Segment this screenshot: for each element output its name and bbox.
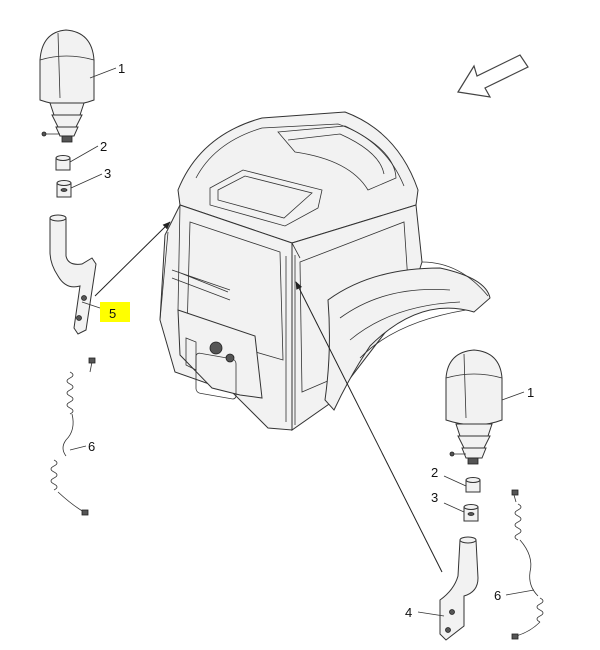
- callout-3-left: 3: [104, 166, 111, 181]
- tractor-cab: [159, 111, 491, 431]
- leader-line-1-right: [501, 391, 525, 401]
- leader-line-3-right: [443, 502, 465, 513]
- callout-1-right: 1: [527, 385, 534, 400]
- beacon-left: [39, 29, 95, 143]
- leader-line-4-right: [417, 611, 445, 617]
- bracket-left: [49, 214, 97, 335]
- leader-line-1-left: [89, 67, 117, 79]
- leader-line-2-left: [69, 145, 99, 163]
- cable-right: [511, 489, 544, 640]
- socket-left: [55, 155, 71, 171]
- callout-3-right: 3: [431, 490, 438, 505]
- beacon-right: [445, 349, 503, 465]
- callout-5-highlight: [100, 302, 130, 322]
- socket-right: [465, 477, 481, 493]
- callout-6-right: 6: [494, 588, 501, 603]
- leader-line-6-left: [69, 445, 87, 451]
- cable-left: [50, 357, 96, 516]
- leader-line-2-right: [443, 475, 467, 487]
- callout-5-left: 5: [109, 306, 116, 321]
- leader-line-5-left: [81, 301, 101, 309]
- callout-1-left: 1: [118, 61, 125, 76]
- callout-4-right: 4: [405, 605, 412, 620]
- leader-arrow-right: [295, 281, 443, 573]
- callout-2-right: 2: [431, 465, 438, 480]
- adapter-right: [463, 504, 479, 522]
- bracket-right: [439, 536, 479, 641]
- leader-line-3-left: [70, 173, 103, 189]
- callout-6-left: 6: [88, 439, 95, 454]
- leader-line-6-right: [505, 589, 535, 596]
- callout-2-left: 2: [100, 139, 107, 154]
- adapter-left: [56, 180, 72, 198]
- direction-arrow-icon: [457, 54, 529, 98]
- leader-arrow-left: [94, 221, 171, 297]
